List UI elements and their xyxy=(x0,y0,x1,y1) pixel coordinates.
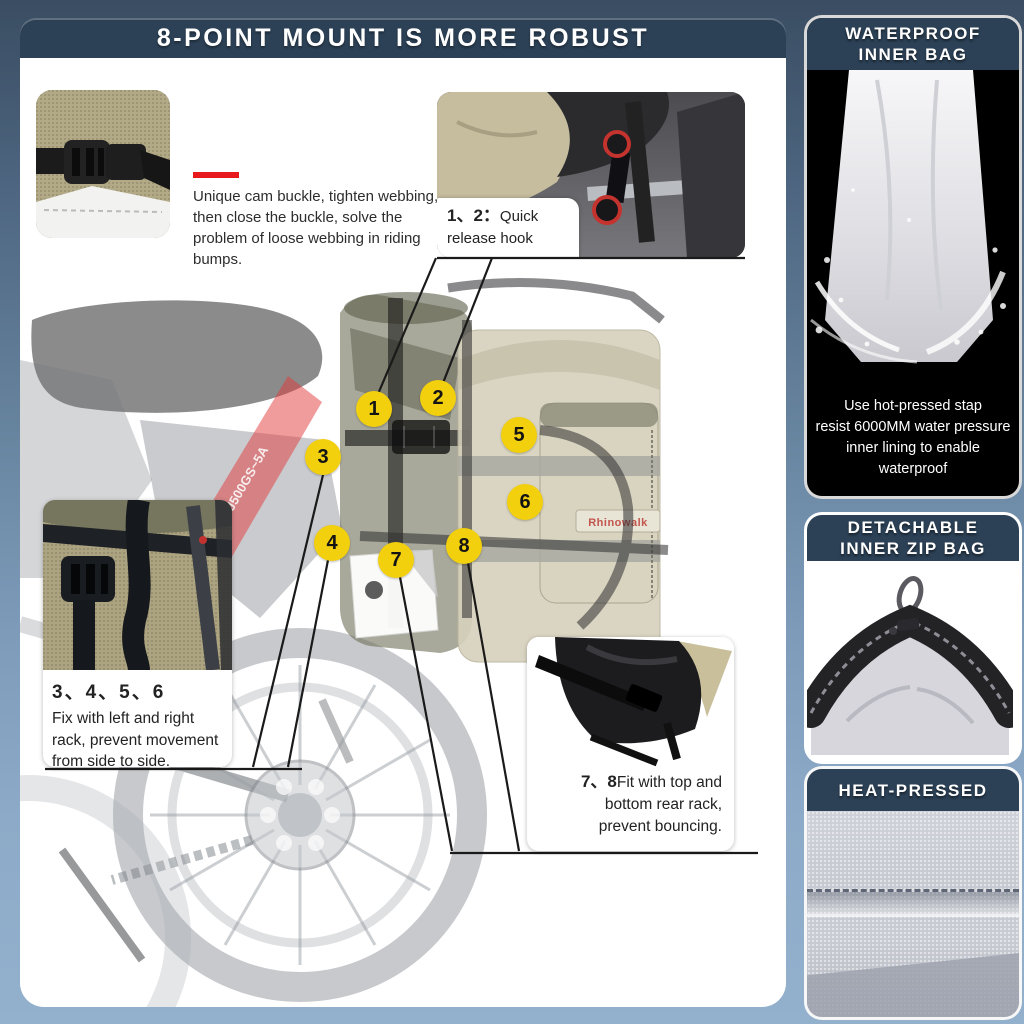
hook-feature-label: 1、2：Quick release hook xyxy=(437,198,579,258)
side-fix-card: 3、4、5、6 Fix with left and right rack, pr… xyxy=(43,500,232,767)
waterproof-title-line1: WATERPROOF xyxy=(845,24,981,43)
hook-label-line2: release hook xyxy=(447,230,533,247)
side-fix-line: from side to side. xyxy=(52,753,171,767)
anti-bounce-numbers: 7、8 xyxy=(580,772,617,791)
waterproof-caption-line: waterproof xyxy=(878,461,948,477)
side-fix-photo xyxy=(43,500,232,670)
description-line: Unique cam buckle, tighten webbing, xyxy=(193,188,439,205)
callout-2: 2 xyxy=(420,380,456,416)
hook-illustration xyxy=(437,92,745,258)
heat-pressed-ridge xyxy=(807,914,1019,917)
zip-bag-illustration xyxy=(807,561,1013,755)
callout-6: 6 xyxy=(507,484,543,520)
heat-pressed-panel: HEAT-PRESSED xyxy=(804,766,1022,1020)
heat-pressed-title: HEAT-PRESSED xyxy=(838,780,988,800)
hook-label-numbers: 1、2： xyxy=(447,206,500,225)
description-line: then close the buckle, solve the xyxy=(193,209,403,226)
anti-bounce-text: 7、8Fit with top and bottom rear rack, pr… xyxy=(527,769,734,838)
heat-pressed-lower-fold xyxy=(807,953,1019,1017)
callout-8: 8 xyxy=(446,528,482,564)
waterproof-bag-illustration xyxy=(807,70,1013,366)
anti-bounce-card: 7、8Fit with top and bottom rear rack, pr… xyxy=(527,637,734,851)
anti-bounce-illustration xyxy=(527,637,734,769)
mount-rack-tubes xyxy=(359,320,669,630)
cam-buckle-photo xyxy=(36,90,170,238)
anti-bounce-photo xyxy=(527,637,734,769)
side-fix-line: Fix with left and right xyxy=(52,710,195,727)
description-line: problem of loose webbing in riding xyxy=(193,230,421,247)
callout-leader-lines xyxy=(45,256,758,855)
banner: 8-POINT MOUNT IS MORE ROBUST xyxy=(20,18,786,58)
banner-title: 8-POINT MOUNT IS MORE ROBUST xyxy=(156,23,650,52)
zip-bag-title-line1: DETACHABLE xyxy=(847,518,979,537)
callout-7: 7 xyxy=(378,542,414,578)
quick-release-hook-photo: 1、2：Quick release hook xyxy=(437,92,745,258)
cam-buckle-description: Unique cam buckle, tighten webbing, then… xyxy=(193,186,438,270)
waterproof-panel: WATERPROOF INNER BAG Use hot-pressed sta… xyxy=(804,15,1022,499)
anti-bounce-line1: 7、8Fit with top and xyxy=(580,772,722,791)
description-line: bumps. xyxy=(193,251,243,268)
callout-1: 1 xyxy=(356,391,392,427)
main-card-body: BJ500GS~5A xyxy=(20,58,786,1007)
heat-pressed-seam xyxy=(807,889,1019,914)
zip-bag-panel-header: DETACHABLE INNER ZIP BAG xyxy=(807,515,1019,561)
water-droplets xyxy=(815,188,1006,347)
sprocket-holes xyxy=(260,779,340,851)
waterproof-title-line2: INNER BAG xyxy=(858,45,968,64)
callout-5: 5 xyxy=(501,417,537,453)
callout-3: 3 xyxy=(305,439,341,475)
side-fix-heading: 3、4、5、6 xyxy=(52,682,166,703)
side-fix-line: rack, prevent movement xyxy=(52,731,219,749)
heat-pressed-panel-header: HEAT-PRESSED xyxy=(807,769,1019,811)
side-fix-text: 3、4、5、6 Fix with left and right rack, pr… xyxy=(43,670,232,767)
waterproof-caption-line: inner lining to enable xyxy=(846,440,980,456)
side-fix-illustration xyxy=(43,500,232,670)
zip-bag-title-line2: INNER ZIP BAG xyxy=(840,539,986,558)
waterproof-panel-header: WATERPROOF INNER BAG xyxy=(807,18,1019,70)
zip-bag-panel: DETACHABLE INNER ZIP BAG xyxy=(804,512,1022,764)
red-accent-dash xyxy=(193,172,239,178)
callout-4: 4 xyxy=(314,525,350,561)
heat-pressed-fabric-photo xyxy=(807,811,1019,1017)
waterproof-caption: Use hot-pressed stap resist 6000MM water… xyxy=(811,396,1015,480)
anti-bounce-line2: bottom rear rack, xyxy=(604,796,722,813)
waterproof-caption-line: resist 6000MM water pressure xyxy=(815,419,1011,435)
main-card: 8-POINT MOUNT IS MORE ROBUST BJ500GS~5A xyxy=(20,18,786,1007)
anti-bounce-line3: prevent bouncing. xyxy=(598,818,722,835)
waterproof-caption-line: Use hot-pressed stap xyxy=(844,398,982,414)
hook-label-line1: 1、2：Quick xyxy=(447,206,539,225)
cam-buckle-illustration xyxy=(36,90,170,238)
